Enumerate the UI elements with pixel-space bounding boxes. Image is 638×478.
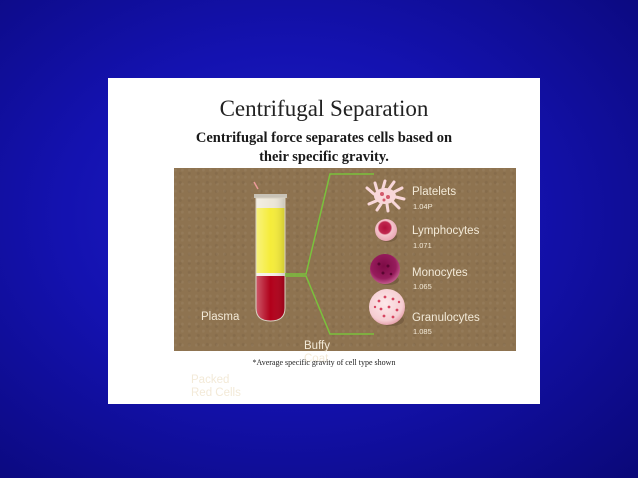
subtitle-line-2: their specific gravity.: [259, 149, 389, 165]
plasma-label: Plasma: [201, 311, 240, 323]
granulocyte-icon: [369, 289, 405, 326]
slide: Centrifugal Separation Centrifugal force…: [108, 78, 540, 404]
granulocytes-label: Granulocytes: [412, 312, 480, 324]
slide-title: Centrifugal Separation: [219, 96, 429, 121]
monocyte-icon: [370, 254, 400, 285]
monocytes-label: Monocytes: [412, 267, 468, 279]
separation-illustration: [253, 173, 406, 335]
packed-red-cells-label: Packed Red Cells: [191, 374, 241, 400]
tube-marker-icon: [253, 181, 259, 190]
subtitle-line-1: Centrifugal force separates cells based …: [195, 130, 453, 146]
buffy-coat-bracket-top: [285, 173, 374, 275]
buffy-coat-bracket-bottom: [285, 275, 374, 335]
tube-glass: [255, 197, 286, 322]
buffy-coat-label: Buffy Coat: [304, 340, 330, 366]
illustration-panel: Plasma Packed Red Cells Buffy Coat: [174, 168, 516, 399]
packed-label-line-1: Packed: [191, 374, 230, 386]
lymphocytes-label: Lymphocytes: [412, 225, 480, 237]
test-tube: [253, 181, 287, 322]
buffy-label-line-2: Coat: [304, 353, 329, 365]
footnote: *Average specific gravity of cell type s…: [252, 358, 396, 367]
tube-rim: [254, 194, 287, 198]
platelets-label: Platelets: [412, 186, 457, 198]
monocytes-gravity: 1.065: [413, 282, 432, 291]
platelets-gravity: 1.04P: [413, 202, 433, 211]
granulocytes-gravity: 1.085: [413, 327, 432, 336]
slide-subtitle: Centrifugal force separates cells based …: [128, 129, 520, 167]
lymphocytes-gravity: 1.071: [413, 241, 432, 250]
platelets-icon: [365, 179, 406, 213]
buffy-label-line-1: Buffy: [304, 340, 330, 352]
lymphocyte-icon: [375, 219, 397, 242]
packed-label-line-2: Red Cells: [191, 387, 241, 399]
